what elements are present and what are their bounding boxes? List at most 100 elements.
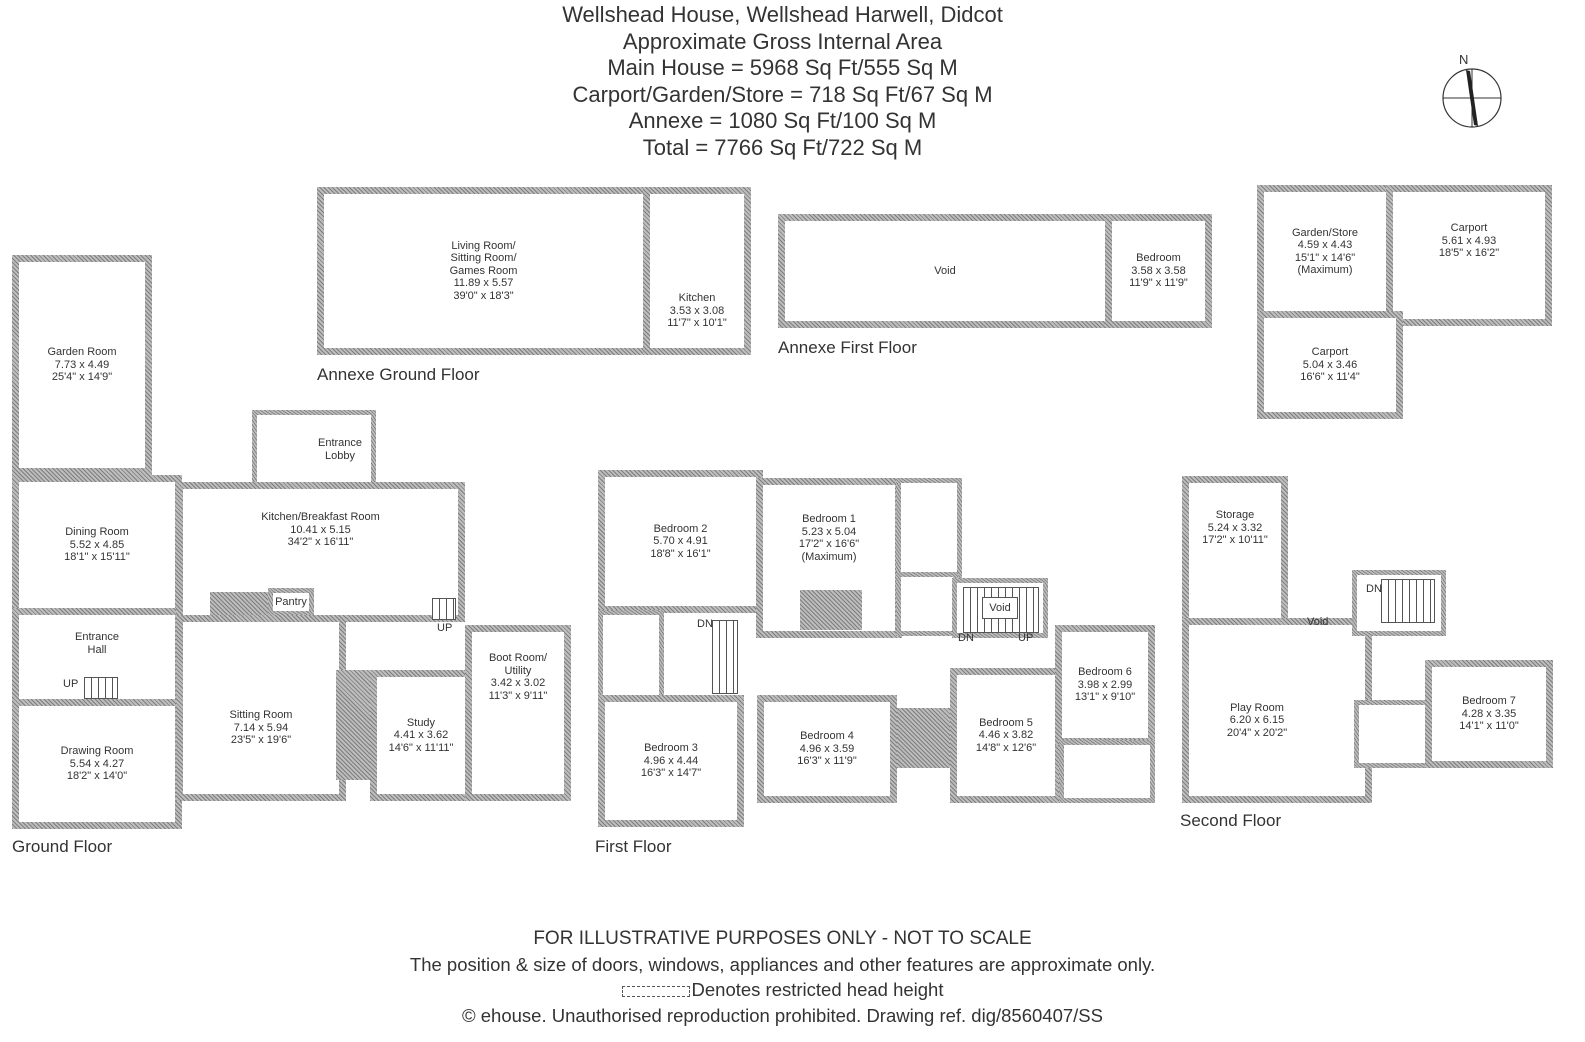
room-metric: 5.23 x 5.04 — [801, 525, 857, 538]
room-name: Carport — [1311, 346, 1349, 359]
drawing-room: Drawing Room 5.54 x 4.27 18'2" x 14'0" — [12, 699, 182, 829]
room-imperial: 16'6" x 11'4" — [1300, 371, 1360, 384]
disclaimer-footer: FOR ILLUSTRATIVE PURPOSES ONLY - NOT TO … — [0, 926, 1565, 1028]
room-metric: 3.58 x 3.58 — [1131, 264, 1186, 277]
room-imperial: 14'8" x 12'6" — [975, 741, 1037, 754]
room-metric: 4.46 x 3.82 — [978, 729, 1034, 742]
main-stairwell: Void — [952, 578, 1048, 638]
room-name: Void — [934, 264, 956, 277]
room-name: Entrance Lobby — [317, 437, 363, 462]
property-title: Wellshead House, Wellshead Harwell, Didc… — [562, 2, 1003, 27]
room-name: Bedroom — [1136, 252, 1181, 265]
stair-void: Void — [982, 596, 1018, 620]
area-main-house: Main House = 5968 Sq Ft/555 Sq M — [607, 55, 958, 80]
area-subtitle: Approximate Gross Internal Area — [622, 28, 943, 54]
room-imperial: 18'2" x 14'0" — [66, 770, 128, 783]
annexe-bedroom: Bedroom 3.58 x 3.58 11'9" x 11'9" — [1105, 214, 1212, 328]
area-carport: Carport/Garden/Store = 718 Sq Ft/67 Sq M — [572, 81, 993, 107]
bedroom-6-ensuite — [1059, 740, 1155, 803]
annexe-first-floor-label: Annexe First Floor — [778, 338, 917, 357]
room-imperial: 25'4" x 14'9" — [51, 371, 113, 384]
room-imperial: 18'5" x 16'2" — [1438, 247, 1500, 259]
bedroom-4: Bedroom 4 4.96 x 3.59 16'3" x 11'9" — [757, 695, 897, 803]
room-note: (Maximum) — [1297, 264, 1353, 276]
room-imperial: 11'7" x 10'1" — [667, 317, 727, 330]
stair-up-label: UP — [1018, 632, 1034, 644]
room-imperial: 34'2" x 16'11" — [287, 536, 354, 548]
room-imperial: 17'2" x 10'11" — [1202, 534, 1268, 546]
annexe-void: Void — [778, 214, 1112, 328]
second-floor-label: Second Floor — [1180, 811, 1282, 830]
first-floor-chimney — [897, 708, 955, 768]
room-name: Bedroom 2 — [653, 522, 708, 535]
room-metric: 10.41 x 5.15 — [290, 523, 351, 536]
room-imperial: 17'2" x 16'6" — [798, 538, 860, 550]
ensuite-bathroom — [896, 478, 962, 578]
bedroom-1: Bedroom 1 5.23 x 5.04 17'2" x 16'6" (Max… — [756, 478, 902, 638]
room-metric: 4.28 x 3.35 — [1461, 707, 1517, 720]
room-imperial: 23'5" x 19'6" — [230, 734, 292, 747]
garden-store: Garden/Store 4.59 x 4.43 15'1" x 14'6" (… — [1257, 185, 1393, 318]
room-imperial: 16'3" x 14'7" — [640, 767, 702, 780]
room-metric: 3.98 x 2.99 — [1077, 678, 1133, 691]
room-imperial: 11'3" x 9'11" — [488, 689, 548, 702]
bedroom-5: Bedroom 5 4.46 x 3.82 14'8" x 12'6" — [950, 668, 1062, 803]
bedroom-1-chimney — [800, 590, 862, 630]
bedroom-7: Bedroom 7 4.28 x 3.35 14'1" x 11'0" — [1425, 660, 1553, 768]
annexe-living-room: Living Room/ Sitting Room/ Games Room 11… — [317, 187, 650, 355]
back-staircase — [712, 620, 738, 694]
room-metric: 5.04 x 3.46 — [1302, 358, 1358, 371]
room-metric: 5.24 x 3.32 — [1207, 521, 1263, 534]
first-floor-label: First Floor — [595, 837, 672, 856]
not-to-scale-notice: FOR ILLUSTRATIVE PURPOSES ONLY - NOT TO … — [533, 928, 1032, 949]
room-name: Bedroom 1 — [802, 513, 856, 525]
room-metric: 5.54 x 4.27 — [69, 757, 125, 770]
main-staircase — [963, 587, 1039, 633]
room-name: Kitchen/Breakfast Room — [261, 511, 380, 523]
room-metric: 4.96 x 4.44 — [643, 754, 699, 767]
head-height-legend-text: Denotes restricted head height — [691, 979, 944, 1000]
play-room: Play Room 6.20 x 6.15 20'4" x 20'2" — [1182, 618, 1372, 803]
room-name: Bedroom 4 — [800, 730, 854, 743]
stair-dn-label: DN — [958, 632, 974, 644]
room-name: Drawing Room — [60, 745, 134, 758]
room-metric: 3.42 x 3.02 — [490, 677, 546, 689]
room-name: Living Room/ Sitting Room/ Games Room — [449, 239, 518, 277]
second-stairwell — [1352, 570, 1446, 636]
room-name: Garden/Store — [1291, 226, 1359, 239]
room-imperial: 14'6" x 11'11" — [388, 741, 454, 754]
room-metric: 6.20 x 6.15 — [1229, 714, 1285, 727]
bedroom-2: Bedroom 2 5.70 x 4.91 18'8" x 16'1" — [598, 470, 763, 613]
stair-dn-label: DN — [1366, 583, 1382, 595]
second-shower-room — [1354, 700, 1430, 768]
room-name: Entrance Hall — [74, 631, 120, 656]
room-name: Carport — [1450, 222, 1488, 234]
stair-dn-label: DN — [697, 618, 713, 630]
bedroom-3: Bedroom 3 4.96 x 4.44 16'3" x 14'7" — [598, 695, 744, 827]
carport-lower: Carport 5.04 x 3.46 16'6" x 11'4" — [1257, 311, 1403, 419]
room-name: Play Room — [1230, 701, 1284, 714]
room-name: Bedroom 6 — [1078, 666, 1132, 679]
second-staircase — [1381, 579, 1435, 623]
room-imperial: 16'3" x 11'9" — [797, 755, 857, 768]
ground-floor-label: Ground Floor — [12, 837, 113, 856]
room-imperial: 18'8" x 16'1" — [650, 547, 711, 560]
room-metric: 3.53 x 3.08 — [669, 304, 725, 317]
compass-icon: N — [1442, 52, 1502, 128]
room-name: Sitting Room — [229, 709, 293, 722]
bedroom-6: Bedroom 6 3.98 x 2.99 13'1" x 9'10" — [1055, 625, 1155, 745]
room-name: Garden Room — [47, 346, 117, 359]
carport-main: Carport 5.61 x 4.93 18'5" x 16'2" — [1386, 185, 1552, 326]
room-name: Bedroom 7 — [1462, 695, 1516, 708]
room-name: Dining Room — [65, 526, 129, 539]
second-void-label: Void — [1307, 616, 1329, 628]
approximation-notice: The position & size of doors, windows, a… — [409, 953, 1156, 975]
area-total: Total = 7766 Sq Ft/722 Sq M — [642, 134, 923, 160]
sitting-room: Sitting Room 7.14 x 5.94 23'5" x 19'6" — [176, 615, 346, 801]
study-chimney — [336, 670, 376, 780]
restricted-head-height-swatch — [621, 985, 690, 997]
area-annexe: Annexe = 1080 Sq Ft/100 Sq M — [628, 108, 937, 133]
copyright-notice: © ehouse. Unauthorised reproduction proh… — [462, 1004, 1103, 1026]
ground-staircase — [84, 677, 118, 699]
compass-north-label: N — [1459, 52, 1468, 67]
